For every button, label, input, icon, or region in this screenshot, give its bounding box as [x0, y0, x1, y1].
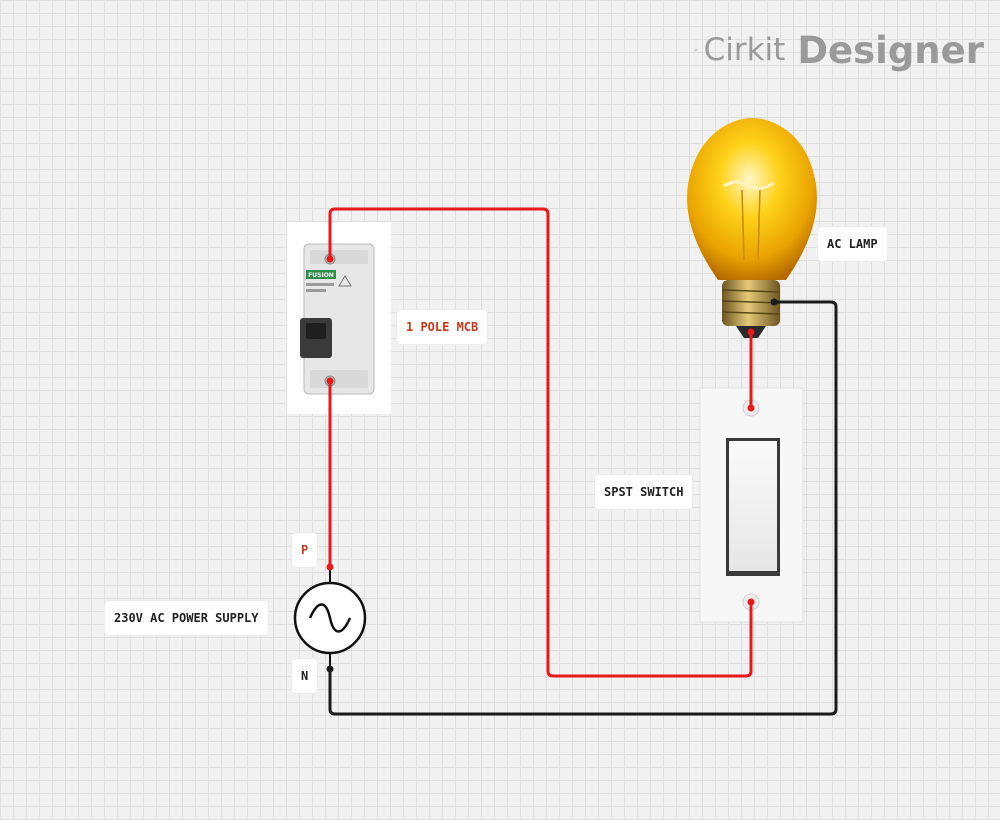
lamp-base-thread — [721, 289, 781, 293]
mcb-label: 1 POLE MCB — [397, 310, 488, 344]
logo-brand-secondary: Designer — [797, 28, 984, 72]
lamp-filament-support — [757, 189, 761, 261]
mcb-top-pin-dot[interactable] — [326, 255, 334, 263]
switch-rocker-button[interactable] — [729, 441, 777, 571]
mcb-warning-icon — [338, 275, 352, 287]
pin-n-label: N — [292, 659, 318, 693]
switch-label: SPST SWITCH — [595, 475, 693, 509]
cirkit-designer-logo: Cirkit Designer — [694, 26, 984, 74]
circuit-traces-icon — [694, 48, 698, 52]
sine-wave-icon — [308, 603, 352, 633]
lamp-base-thread — [721, 311, 781, 315]
switch-component[interactable] — [699, 387, 804, 623]
pin-p-dot[interactable] — [326, 563, 334, 571]
power-supply-label: 230V AC POWER SUPPLY — [105, 601, 268, 635]
logo-brand-primary: Cirkit — [703, 32, 786, 68]
pin-p-label: P — [292, 533, 318, 567]
wire-live-mcb-to-switch[interactable] — [328, 207, 753, 678]
mcb-top-cap — [310, 250, 368, 264]
mcb-bottom-pin-dot[interactable] — [326, 377, 334, 385]
lamp-label: AC LAMP — [818, 227, 887, 261]
lamp-live-pin-dot[interactable] — [747, 328, 755, 336]
switch-bottom-pin-dot[interactable] — [747, 598, 755, 606]
mcb-spec-line — [306, 283, 334, 286]
lamp-glass-bulb — [687, 118, 817, 280]
mcb-brand-strip — [306, 270, 336, 279]
lamp-component[interactable] — [687, 118, 817, 338]
pin-n-dot[interactable] — [326, 665, 334, 673]
mcb-brand-text: FUSION — [308, 272, 334, 279]
lamp-filament-support — [741, 189, 745, 261]
power-supply-component[interactable] — [293, 567, 367, 669]
lamp-neutral-pin-dot[interactable] — [770, 298, 778, 306]
mcb-toggle-handle — [306, 323, 326, 339]
mcb-bottom-cap — [310, 370, 368, 388]
mcb-component[interactable]: FUSION — [287, 222, 391, 414]
lamp-base-thread — [721, 300, 781, 304]
lamp-filament — [723, 180, 775, 190]
switch-top-pin-dot[interactable] — [747, 404, 755, 412]
wire-neutral-lamp-to-n[interactable] — [328, 300, 838, 716]
mcb-spec-line — [306, 289, 326, 292]
